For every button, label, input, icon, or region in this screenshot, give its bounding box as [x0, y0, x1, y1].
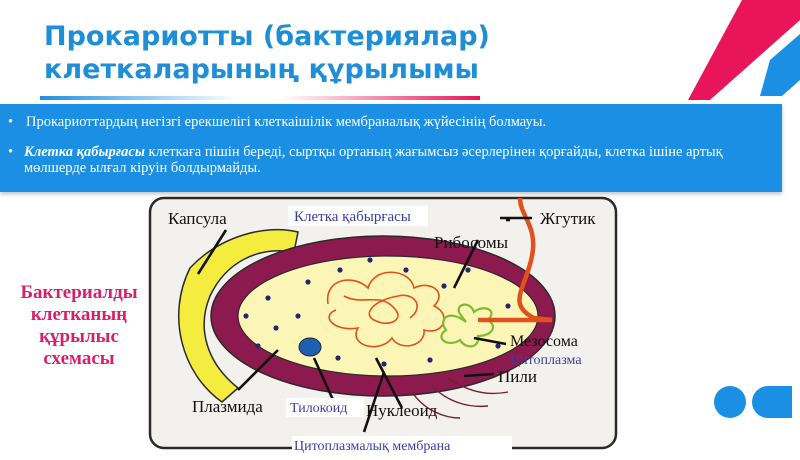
bullet-1: • Прокариоттардың негізгі ерекшелігі кле…	[8, 114, 546, 130]
label-thylakoid-bg	[286, 398, 364, 417]
bullet-dot: •	[8, 144, 14, 160]
info-box: • Прокариоттардың негізгі ерекшелігі кле…	[0, 104, 782, 192]
label-ribosomes: Рибосомы	[434, 233, 509, 252]
label-flagellum: Жгутик	[540, 209, 596, 228]
corner-decoration	[688, 0, 800, 100]
mesosome-shape	[440, 303, 495, 348]
side-caption-line-1: Бактериалды	[20, 282, 138, 303]
flagellum-shape	[517, 197, 553, 323]
label-nucleoid: Нуклеоид	[366, 401, 438, 420]
label-cell-wall: Клетка қабырғасы	[294, 209, 411, 225]
bullet-1-text: Прокариоттардың негізгі ерекшелігі клетк…	[26, 114, 547, 130]
label-pili: Пили	[498, 367, 537, 386]
capsule-shape	[177, 228, 299, 403]
bullet-2-term: Клетка қабырғасы	[24, 144, 145, 160]
label-thylakoid: Тилокоид	[290, 401, 347, 416]
bacterial-cell-diagram: Капсула Клетка қабырғасы Жгутик Рибосомы…	[148, 196, 618, 454]
label-plasmid: Плазмида	[192, 397, 263, 416]
thylakoid-shape	[298, 337, 322, 357]
title-line-1: Прокариотты (бактериялар)	[44, 21, 490, 52]
title-underline	[40, 96, 480, 100]
side-caption-line-2: клетканың	[30, 304, 128, 325]
label-membrane: Цитоплазмалық мембрана	[294, 439, 451, 454]
bullet-2-body: Клетка қабырғасы клеткаға пішін береді, …	[8, 144, 768, 176]
page-title: Прокариотты (бактериялар) клеткаларының …	[44, 20, 564, 86]
label-capsule: Капсула	[168, 209, 227, 228]
cytoplasm-shape	[237, 255, 539, 377]
side-caption: Бактериалды клетканың құрылыс схемасы	[4, 282, 154, 370]
leader-lines	[196, 216, 532, 433]
side-caption-line-4: схемасы	[43, 348, 115, 369]
nav-circle-right	[752, 386, 792, 418]
bullet-2: • Клетка қабырғасы клеткаға пішін береді…	[8, 144, 768, 176]
pili-lines	[411, 377, 509, 419]
bullet-dot: •	[8, 114, 14, 130]
ribosome-dots	[243, 257, 511, 367]
label-cell-wall-bg	[288, 206, 428, 226]
bullet-2-text: клеткаға пішін береді, сыртқы ортаның жа…	[24, 144, 723, 176]
label-membrane-bg	[292, 436, 512, 454]
label-cytoplasm: Цитоплазма	[510, 353, 582, 368]
title-line-2: клеткаларының құрылымы	[44, 54, 479, 85]
nav-circle-left	[714, 386, 746, 418]
label-mesosome: Мезосома	[510, 333, 578, 350]
side-caption-line-3: құрылыс	[39, 326, 119, 347]
